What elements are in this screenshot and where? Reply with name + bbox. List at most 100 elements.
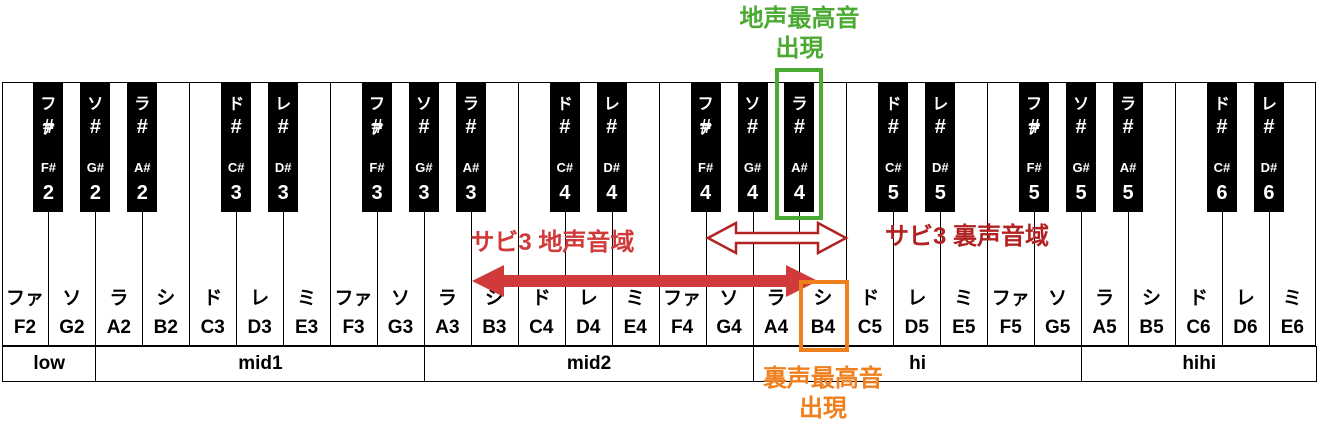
black-key-G#2[interactable]: ソ#G#2	[80, 82, 111, 212]
black-key-G#4[interactable]: ソ#G#4	[737, 82, 768, 212]
black-key-sharp: #	[559, 116, 571, 138]
white-key-kana: シ	[1142, 288, 1162, 309]
black-key-octave: 2	[42, 182, 54, 204]
white-key-name: C3	[200, 317, 225, 338]
chest-top-highlight	[775, 68, 824, 220]
black-key-F#4[interactable]: ファ#F#4	[690, 82, 721, 212]
black-key-kana: ファ	[369, 96, 386, 137]
black-key-G#5[interactable]: ソ#G#5	[1066, 82, 1097, 212]
white-key-name: G4	[716, 317, 742, 338]
black-key-name: F#	[1026, 160, 1042, 175]
black-key-kana: ソ	[1073, 96, 1090, 113]
white-key-name: B5	[1139, 317, 1164, 338]
black-key-D#6[interactable]: レ#D#6	[1253, 82, 1284, 212]
white-key-kana: ファ	[334, 288, 373, 309]
black-key-kana: ラ	[134, 96, 151, 113]
white-key-name: D4	[576, 317, 601, 338]
black-key-C#3[interactable]: ド#C#3	[221, 82, 252, 212]
black-key-A#4[interactable]: ラ#A#4	[784, 82, 815, 212]
black-key-sharp: #	[700, 116, 712, 138]
white-key-name: D5	[904, 317, 929, 338]
black-key-A#5[interactable]: ラ#A#5	[1113, 82, 1144, 212]
black-key-name: C#	[556, 160, 574, 175]
black-key-sharp: #	[746, 116, 759, 138]
falsetto-top-highlight	[799, 280, 850, 352]
white-key-kana: ソ	[390, 288, 410, 309]
white-key-name: F3	[342, 317, 365, 338]
white-key-name: E4	[623, 317, 647, 338]
white-key-name: A4	[763, 317, 789, 338]
black-key-sharp: #	[418, 116, 430, 138]
black-key-C#5[interactable]: ド # C# 5	[878, 82, 909, 212]
white-key-name: B3	[482, 317, 507, 338]
black-key-kana: ソ	[87, 96, 104, 113]
falsetto-top-label: 裏声最高音	[762, 365, 883, 392]
range-mid2: mid2	[423, 346, 755, 382]
white-key-kana: シ	[484, 288, 504, 309]
white-key-name: G5	[1044, 317, 1071, 338]
range-low: low	[1, 346, 97, 382]
black-key-D#5[interactable]: レ#D#5	[925, 82, 956, 212]
black-key-name: D#	[603, 160, 621, 175]
white-key-name: A5	[1092, 317, 1117, 338]
black-key-kana: ラ	[1120, 96, 1137, 113]
black-key-F#5[interactable]: ファ# F# 5	[1019, 82, 1050, 212]
black-key-name: A#	[134, 160, 151, 175]
black-key-kana: ファ	[1026, 96, 1043, 137]
white-key-name: F2	[13, 317, 37, 338]
white-key-name: E5	[952, 317, 976, 338]
black-key-sharp: #	[887, 116, 899, 138]
black-key-name: F#	[698, 160, 714, 175]
black-key-A#2[interactable]: ラ#A#2	[127, 82, 158, 212]
black-key-kana: レ	[603, 96, 620, 113]
black-key-octave: 4	[559, 182, 571, 204]
white-key-kana: ソ	[719, 288, 739, 309]
black-key-G#3[interactable]: ソ#G#3	[408, 82, 439, 212]
range-hi: hi	[752, 346, 1083, 382]
black-key-octave: 5	[887, 182, 899, 204]
white-key-kana: シ	[156, 288, 176, 309]
white-key-name: F4	[671, 317, 694, 338]
white-key-kana: ミ	[297, 288, 317, 309]
black-key-D#4[interactable]: レ # D# 4	[596, 82, 627, 212]
black-key-D#3[interactable]: レ#D#3	[268, 82, 299, 212]
white-key-name: A3	[435, 317, 460, 338]
black-key-kana: ラ	[791, 96, 808, 113]
black-key-C#4[interactable]: ド#C#4	[549, 82, 580, 212]
black-key-name: A#	[791, 160, 808, 175]
black-key-F#3[interactable]: ファ#F#3	[362, 82, 393, 212]
white-key-kana: レ	[250, 288, 270, 309]
black-key-sharp: #	[371, 116, 383, 138]
black-key-sharp: #	[793, 116, 806, 138]
black-key-A#3[interactable]: ラ#A#3	[455, 82, 486, 212]
black-key-kana: ド	[885, 96, 902, 113]
white-key-kana: ラ	[109, 288, 129, 309]
black-key-name: D#	[274, 160, 292, 175]
black-key-sharp: #	[1028, 116, 1040, 138]
black-key-name: D#	[1260, 160, 1278, 175]
black-key-octave: 6	[1263, 182, 1275, 204]
black-key-kana: ド	[1213, 96, 1230, 113]
black-key-name: A#	[462, 160, 480, 175]
black-key-name: C#	[885, 160, 902, 175]
black-key-sharp: #	[606, 116, 618, 138]
black-key-C#6[interactable]: ド#C#6	[1206, 82, 1237, 212]
white-key-name: G2	[59, 317, 85, 338]
black-key-octave: 5	[934, 182, 946, 204]
black-key-name: G#	[415, 160, 433, 175]
black-key-F#2[interactable]: ファ#F#2	[33, 82, 64, 212]
white-key-C5[interactable]	[846, 82, 894, 346]
black-key-kana: ド	[228, 96, 245, 113]
black-key-name: F#	[40, 160, 57, 175]
black-key-name: G#	[86, 160, 105, 175]
black-key-octave: 4	[606, 182, 618, 204]
black-key-octave: 3	[277, 182, 289, 204]
white-key-name: C4	[529, 317, 554, 338]
black-key-name: C#	[227, 160, 245, 175]
falsetto-top-sublabel: 出現	[798, 395, 847, 422]
white-key-name: A2	[106, 317, 131, 338]
chest-range-label: サビ3 地声音域	[470, 229, 635, 256]
white-key-kana: ラ	[766, 288, 786, 309]
black-key-name: A#	[1119, 160, 1137, 175]
black-key-octave: 5	[1028, 182, 1040, 204]
